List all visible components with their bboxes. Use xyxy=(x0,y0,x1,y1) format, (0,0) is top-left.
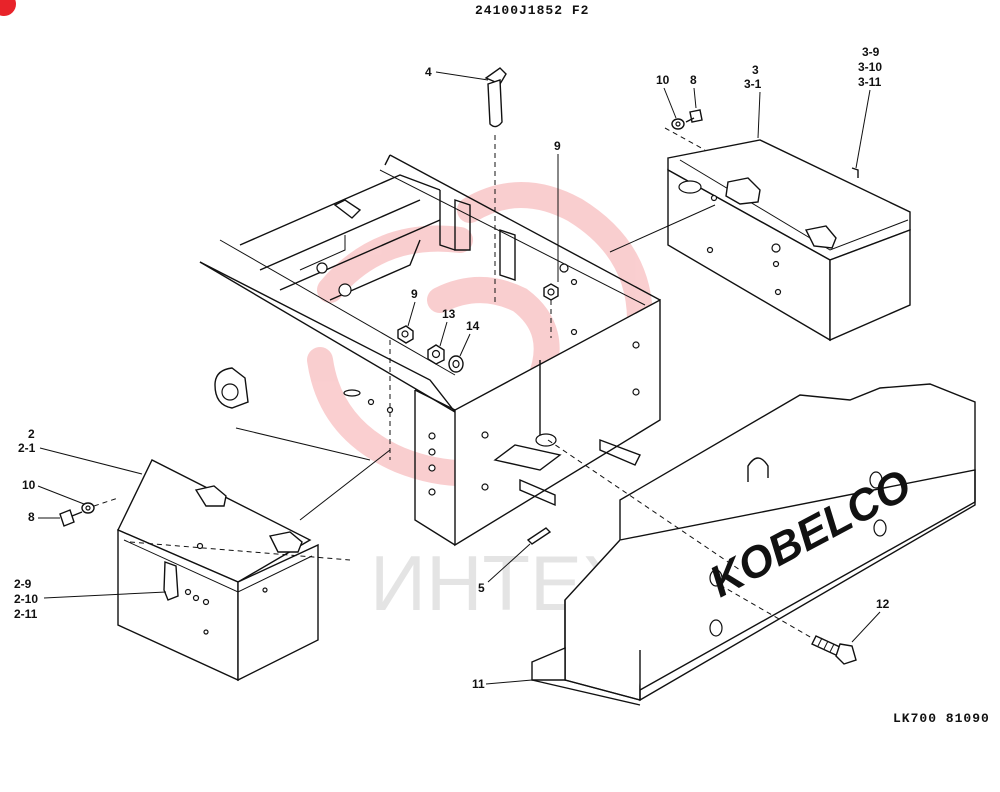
callout-2-9: 2-9 xyxy=(14,577,32,591)
callout-2-11: 2-11 xyxy=(14,607,38,621)
footer-code: LK700 81090 xyxy=(893,711,990,726)
callout-12: 12 xyxy=(876,597,890,611)
callout-2: 2 xyxy=(28,427,35,441)
callout-3-10: 3-10 xyxy=(858,60,882,74)
callout-3-9: 3-9 xyxy=(862,45,880,59)
fasteners-center xyxy=(389,283,559,460)
bolt-washer-left xyxy=(59,497,119,527)
corner-marker-icon xyxy=(0,0,16,16)
pin-part-5 xyxy=(526,527,552,545)
callout-4: 4 xyxy=(425,65,432,79)
callout-8b: 8 xyxy=(28,510,35,524)
callout-3: 3 xyxy=(752,63,759,77)
tool-box-left xyxy=(117,427,391,682)
callout-3-1: 3-1 xyxy=(744,77,762,91)
pin-part-4 xyxy=(484,67,507,305)
callout-10b: 10 xyxy=(22,478,36,492)
callout-2-10: 2-10 xyxy=(14,592,38,606)
callout-5: 5 xyxy=(478,581,485,595)
tool-box-right xyxy=(609,139,911,342)
callout-11: 11 xyxy=(472,677,485,691)
callout-3-11: 3-11 xyxy=(858,75,882,89)
counterweight xyxy=(531,383,976,706)
main-frame xyxy=(199,154,661,547)
callout-9a: 9 xyxy=(554,139,561,153)
callout-8a: 8 xyxy=(690,73,697,87)
callout-9b: 9 xyxy=(411,287,418,301)
callout-13: 13 xyxy=(442,307,456,321)
callout-10a: 10 xyxy=(656,73,670,87)
bolt-part-12 xyxy=(719,584,857,665)
callout-2-1: 2-1 xyxy=(18,441,36,455)
bolt-washer-right xyxy=(664,109,706,151)
callout-14: 14 xyxy=(466,319,480,333)
drawing-number: 24100J1852 F2 xyxy=(475,3,589,18)
